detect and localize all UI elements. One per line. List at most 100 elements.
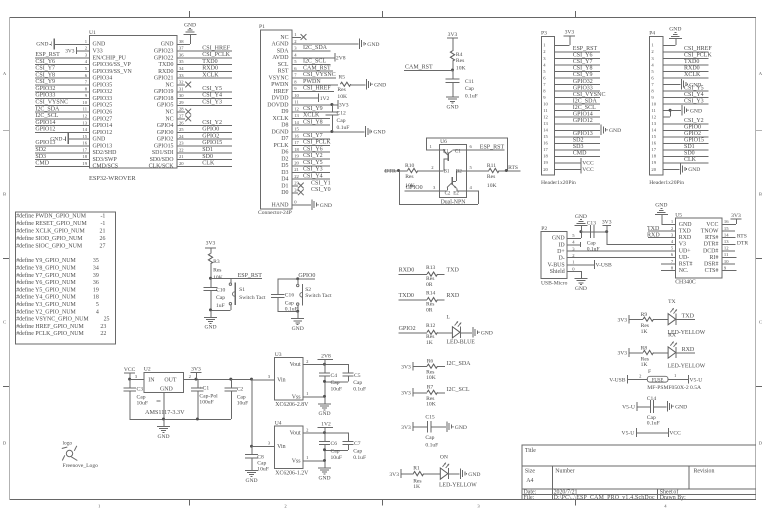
svg-text:38: 38 xyxy=(179,39,184,44)
svg-text:GND: GND xyxy=(36,42,48,48)
svg-text:GPIO15: GPIO15 xyxy=(154,143,174,149)
svg-text:RXD0: RXD0 xyxy=(202,66,218,72)
svg-text:RI#: RI# xyxy=(710,255,719,261)
svg-text:11: 11 xyxy=(83,107,88,112)
svg-text:GPIO39/SS_VN: GPIO39/SS_VN xyxy=(93,69,133,75)
svg-text:ESP_RST: ESP_RST xyxy=(573,46,598,52)
svg-text:GPIO14: GPIO14 xyxy=(35,120,55,126)
svg-text:U3: U3 xyxy=(275,352,282,358)
svg-text:CSI_Y7: CSI_Y7 xyxy=(35,66,55,72)
svg-text:18: 18 xyxy=(294,147,299,152)
svg-text:GND: GND xyxy=(157,434,169,440)
svg-text:1: 1 xyxy=(98,504,101,509)
svg-text:9: 9 xyxy=(294,86,297,91)
svg-text:12: 12 xyxy=(651,115,656,120)
svg-text:CSI_Y3: CSI_Y3 xyxy=(684,98,704,104)
svg-text:SCL: SCL xyxy=(278,62,289,68)
svg-text:15: 15 xyxy=(651,134,656,139)
svg-text:6: 6 xyxy=(85,73,88,78)
svg-text:1: 1 xyxy=(294,32,297,37)
svg-text:19: 19 xyxy=(543,160,548,165)
svg-text:ESP_RST: ESP_RST xyxy=(480,144,505,150)
svg-text:RST#: RST# xyxy=(679,262,693,268)
svg-text:16: 16 xyxy=(651,141,656,146)
svg-text:GND: GND xyxy=(318,411,330,417)
svg-text:14: 14 xyxy=(82,127,87,132)
svg-text:13: 13 xyxy=(651,121,656,126)
svg-text:11: 11 xyxy=(294,100,299,105)
svg-text:34: 34 xyxy=(93,266,99,272)
svg-text:GPIO2: GPIO2 xyxy=(157,137,174,143)
svg-text:Cap: Cap xyxy=(331,380,340,386)
svg-text:-1: -1 xyxy=(100,213,105,219)
svg-text:SD1: SD1 xyxy=(684,144,695,150)
svg-text:VCC: VCC xyxy=(124,367,136,373)
svg-text:C7: C7 xyxy=(354,441,361,447)
svg-text:Switch Tact: Switch Tact xyxy=(239,295,266,301)
svg-text:26: 26 xyxy=(179,120,184,125)
svg-text:7: 7 xyxy=(543,82,546,87)
svg-text:0.1uF: 0.1uF xyxy=(353,387,366,393)
svg-text:XCLK: XCLK xyxy=(684,72,701,78)
svg-text:15: 15 xyxy=(294,127,299,132)
svg-text:NC.: NC. xyxy=(679,268,689,274)
svg-text:OUT: OUT xyxy=(164,377,177,383)
svg-text:SD3/SWP: SD3/SWP xyxy=(93,157,118,163)
svg-text:P1: P1 xyxy=(259,24,265,30)
svg-text:4: 4 xyxy=(651,62,654,67)
svg-text:13: 13 xyxy=(82,120,87,125)
svg-text:GPIO14: GPIO14 xyxy=(93,123,113,129)
svg-text:C1: C1 xyxy=(455,150,461,155)
svg-text:C: C xyxy=(759,320,762,325)
svg-text:GPIO0: GPIO0 xyxy=(157,130,174,136)
svg-text:9: 9 xyxy=(543,95,546,100)
svg-text:20: 20 xyxy=(651,167,656,172)
svg-text:SD2: SD2 xyxy=(35,147,46,153)
svg-text:#define Y4_GPIO_NUM: #define Y4_GPIO_NUM xyxy=(16,294,76,301)
svg-text:GPIO13: GPIO13 xyxy=(93,143,113,149)
svg-text:19: 19 xyxy=(294,154,299,159)
svg-text:9: 9 xyxy=(85,93,88,98)
svg-text:#define VSYNC_GPIO_NUM: #define VSYNC_GPIO_NUM xyxy=(16,316,89,323)
svg-text:CSI_Y3: CSI_Y3 xyxy=(202,100,222,106)
svg-text:A4: A4 xyxy=(526,478,533,484)
svg-text:19: 19 xyxy=(93,287,99,293)
svg-text:D0: D0 xyxy=(281,190,288,196)
svg-text:UD-: UD- xyxy=(679,255,690,261)
svg-text:D7: D7 xyxy=(281,136,288,142)
svg-text:Cap: Cap xyxy=(216,295,225,301)
svg-text:12: 12 xyxy=(82,114,87,119)
svg-text:3V3: 3V3 xyxy=(565,30,575,36)
svg-text:XCLK: XCLK xyxy=(202,72,219,78)
svg-text:0.1uF: 0.1uF xyxy=(337,125,350,131)
svg-text:GPIO2: GPIO2 xyxy=(399,326,416,332)
svg-text:8: 8 xyxy=(671,265,674,270)
svg-text:RXD: RXD xyxy=(647,232,660,238)
svg-text:5: 5 xyxy=(572,233,575,238)
svg-text:RXD: RXD xyxy=(682,347,695,353)
svg-text:CSI_Y5: CSI_Y5 xyxy=(303,160,323,166)
svg-text:Vss: Vss xyxy=(292,458,302,464)
svg-text:Cap: Cap xyxy=(647,415,656,421)
svg-text:GPIO14: GPIO14 xyxy=(573,111,593,117)
svg-text:#define Y2_GPIO_NUM: #define Y2_GPIO_NUM xyxy=(16,308,76,315)
svg-text:Header1x20Pin: Header1x20Pin xyxy=(649,180,684,186)
svg-text:2: 2 xyxy=(651,49,654,54)
svg-text:Vin: Vin xyxy=(277,444,286,450)
svg-text:21: 21 xyxy=(294,167,299,172)
svg-text:Cap: Cap xyxy=(337,118,346,124)
svg-text:Cap: Cap xyxy=(285,300,294,306)
svg-text:3V3: 3V3 xyxy=(65,49,75,55)
svg-text:GND: GND xyxy=(609,128,621,134)
svg-text:13: 13 xyxy=(724,239,729,244)
svg-text:D8: D8 xyxy=(281,123,288,129)
svg-text:CSI_Y4: CSI_Y4 xyxy=(303,173,323,179)
svg-text:ESP_RST: ESP_RST xyxy=(35,52,60,58)
svg-text:GND: GND xyxy=(689,82,701,88)
svg-text:4: 4 xyxy=(294,52,297,57)
svg-text:6: 6 xyxy=(294,66,297,71)
svg-text:UD+: UD+ xyxy=(679,248,692,254)
svg-text:USB-Micro: USB-Micro xyxy=(541,280,568,286)
svg-text:0.1uF: 0.1uF xyxy=(465,93,478,99)
svg-text:XCLK: XCLK xyxy=(272,116,289,122)
